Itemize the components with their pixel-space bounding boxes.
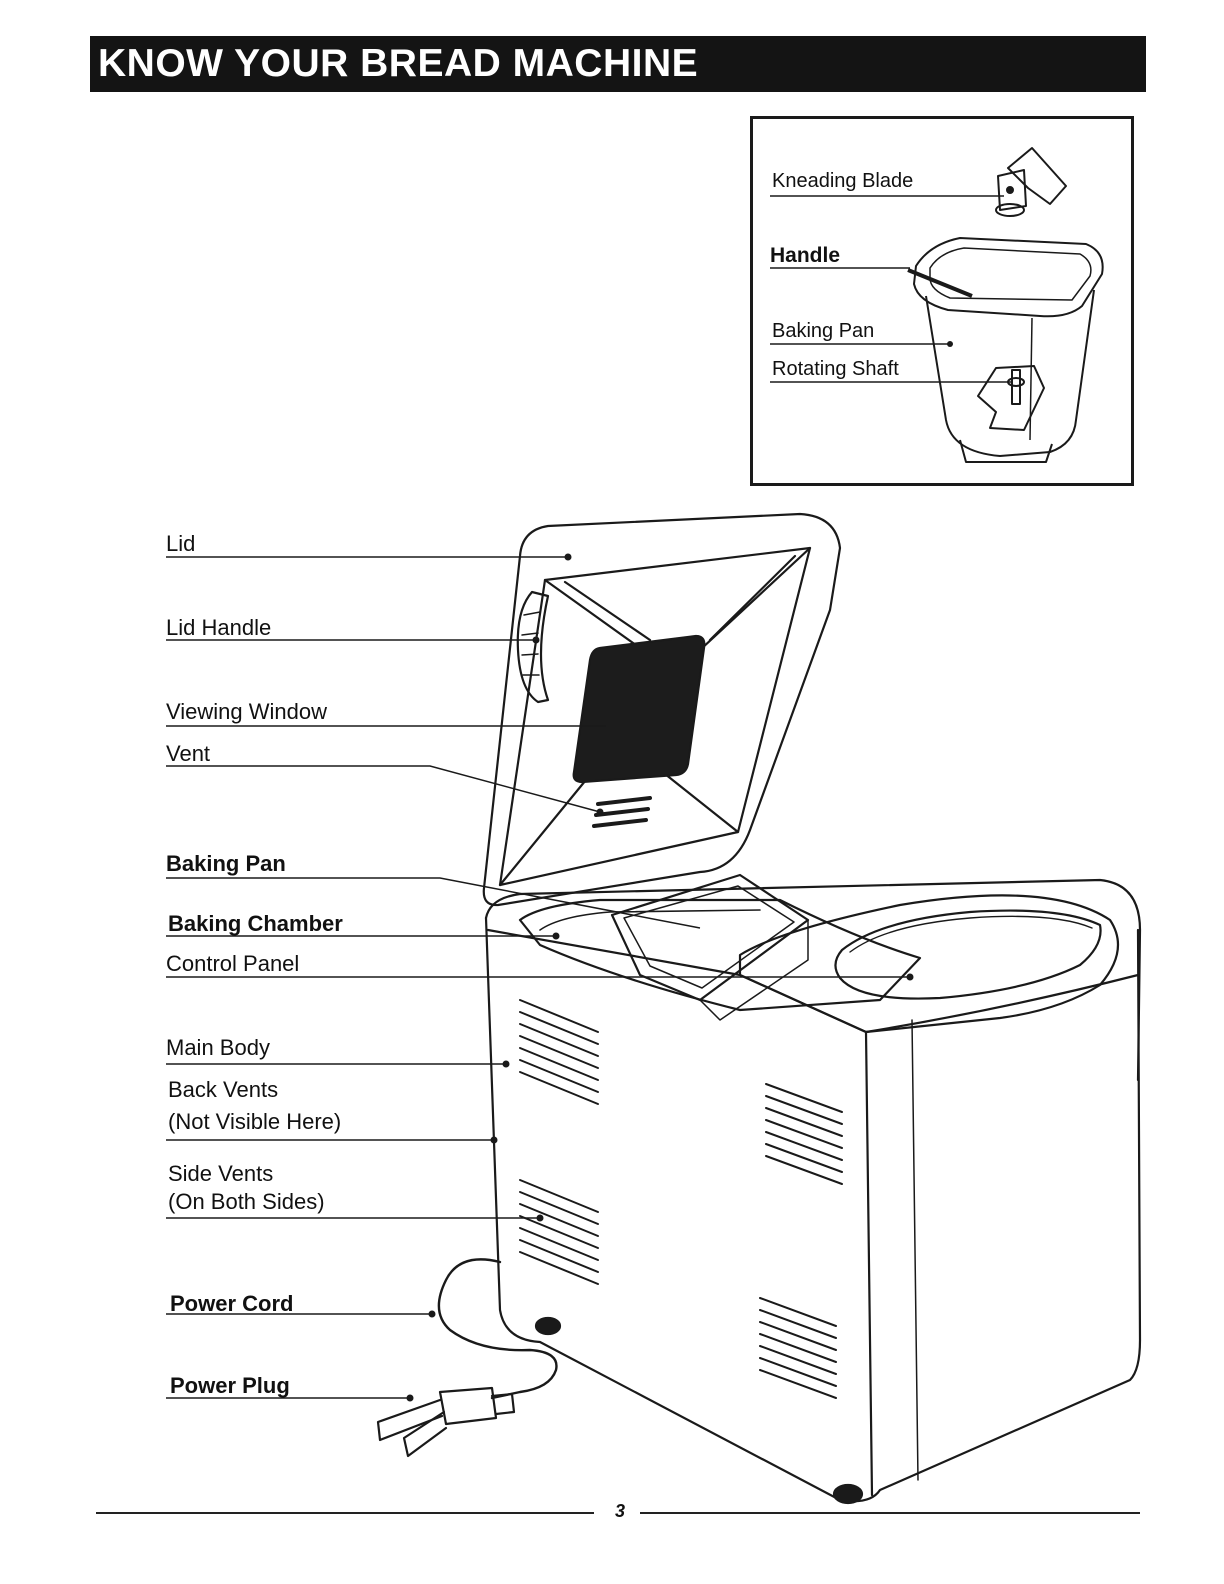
label-inset-baking-pan: Baking Pan [772, 320, 874, 343]
label-rotating-shaft: Rotating Shaft [772, 358, 899, 381]
label-power-cord: Power Cord [170, 1290, 293, 1319]
footer-rule-left [96, 1512, 594, 1514]
label-side-vents: Side Vents [168, 1160, 273, 1189]
power-plug-prong [404, 1412, 446, 1456]
label-baking-pan: Baking Pan [166, 850, 286, 879]
front-vents-upper [766, 1084, 842, 1184]
viewing-window [574, 636, 705, 782]
label-back-vents: Back Vents [168, 1076, 278, 1105]
label-viewing-window: Viewing Window [166, 698, 327, 727]
power-plug [440, 1388, 496, 1424]
foot [834, 1485, 862, 1503]
label-vent: Vent [166, 740, 210, 769]
footer-rule-right [640, 1512, 1140, 1514]
label-baking-chamber: Baking Chamber [168, 910, 343, 939]
foot [536, 1318, 560, 1334]
body-front-edge [866, 1032, 872, 1495]
side-vents-upper [520, 1000, 598, 1104]
label-power-plug: Power Plug [170, 1372, 290, 1401]
label-lid: Lid [166, 530, 195, 559]
front-vents-lower [760, 1298, 836, 1398]
lid-handle-ridges [522, 612, 540, 675]
control-panel-body [740, 895, 1118, 1032]
lid-handle [518, 592, 548, 702]
label-main-body: Main Body [166, 1034, 270, 1063]
body-front-edge [912, 1020, 918, 1480]
lid-rib [565, 556, 795, 640]
label-handle: Handle [770, 244, 840, 268]
page-number: 3 [602, 1501, 638, 1522]
label-back-vents-note: (Not Visible Here) [168, 1108, 341, 1137]
baking-pan-rim [624, 886, 794, 988]
label-lid-handle: Lid Handle [166, 614, 271, 643]
control-panel [835, 911, 1100, 999]
side-vents-lower [520, 1180, 598, 1284]
label-side-vents-note: (On Both Sides) [168, 1188, 325, 1217]
label-control-panel: Control Panel [166, 950, 299, 979]
baking-chamber-rim [540, 910, 760, 930]
label-kneading-blade: Kneading Blade [772, 170, 913, 193]
